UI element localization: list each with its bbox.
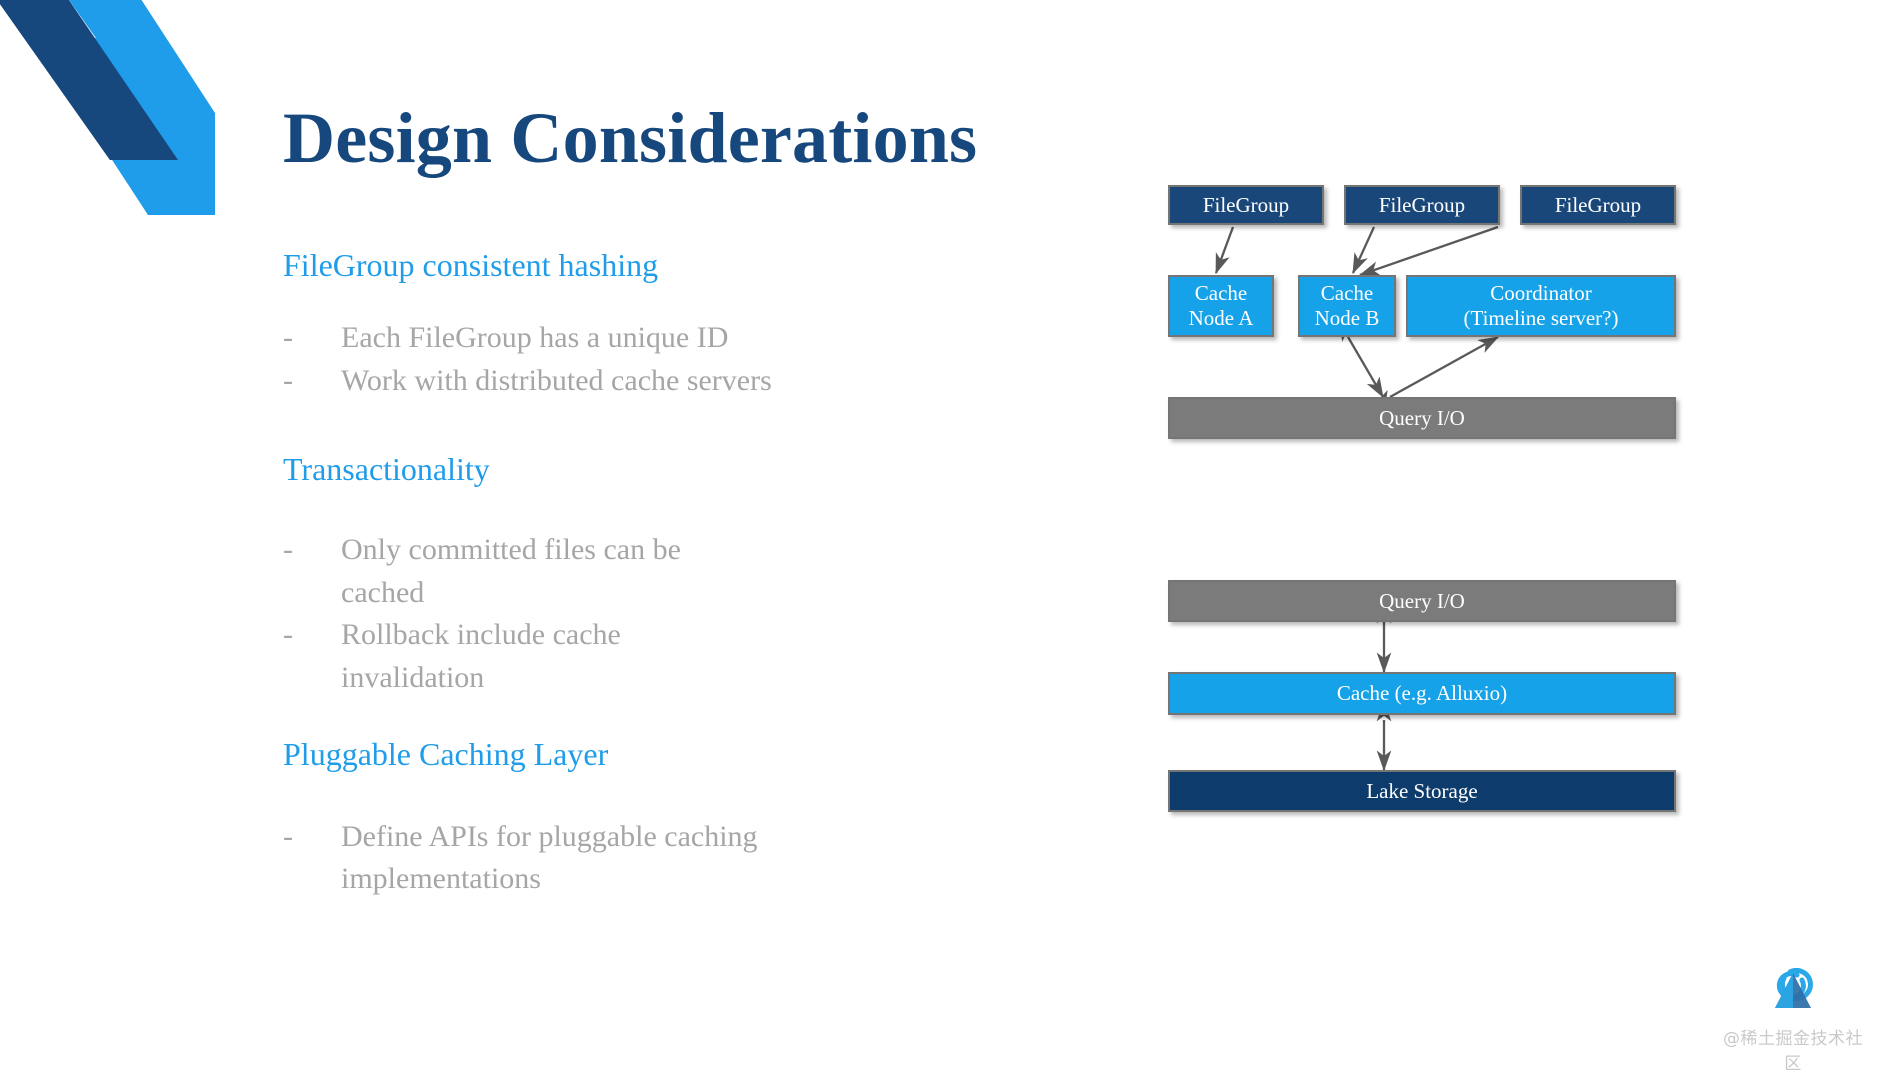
watermark: @稀土掘金技术社区 <box>1718 967 1868 1074</box>
diagram-box-filegroup-3: FileGroup <box>1520 185 1676 225</box>
bullet-list: - Only committed files can be cached - R… <box>283 529 1103 699</box>
list-item: - Define APIs for pluggable caching impl… <box>283 816 1103 901</box>
box-line-2: (Timeline server?) <box>1463 306 1619 330</box>
diagram-box-cache-node-b: Cache Node B <box>1298 275 1396 337</box>
bullet-text: Work with distributed cache servers <box>341 363 772 397</box>
diagram-box-filegroup-2: FileGroup <box>1344 185 1500 225</box>
box-line-2: Node A <box>1188 306 1254 330</box>
watermark-text: @稀土掘金技术社区 <box>1723 1029 1863 1074</box>
bullet-text: Rollback include cache invalidation <box>341 618 621 694</box>
bullet-dash-icon: - <box>283 819 293 853</box>
diagram-box-cache-node-a: Cache Node A <box>1168 275 1274 337</box>
section-heading: Transactionality <box>283 451 490 488</box>
list-item: - Rollback include cache invalidation <box>283 614 1103 699</box>
list-item: - Each FileGroup has a unique ID <box>283 317 1103 360</box>
section-pluggable-caching-layer: Pluggable Caching Layer - Define APIs fo… <box>283 734 1103 901</box>
content-column: FileGroup consistent hashing - Each File… <box>283 245 1103 901</box>
box-line-1: Cache <box>1320 281 1374 306</box>
page-title: Design Considerations <box>283 98 978 178</box>
diagram-box-coordinator: Coordinator (Timeline server?) <box>1406 275 1676 337</box>
bullet-text: Only committed files can be cached <box>341 533 681 609</box>
section-heading: FileGroup consistent hashing <box>283 247 659 283</box>
diagram-box-query-io-top: Query I/O <box>1168 397 1676 439</box>
bullet-dash-icon: - <box>283 363 293 397</box>
bullet-text: Define APIs for pluggable caching implem… <box>341 819 758 896</box>
bullet-list: - Each FileGroup has a unique ID - Work … <box>283 317 1103 402</box>
bullet-text: Each FileGroup has a unique ID <box>341 321 729 354</box>
box-line-1: Cache <box>1194 281 1248 306</box>
box-line-2: Node B <box>1314 306 1380 330</box>
diagram-box-query-io-bottom: Query I/O <box>1168 580 1676 622</box>
list-item: - Only committed files can be cached <box>283 529 1103 614</box>
bullet-dash-icon: - <box>283 321 293 354</box>
bullet-dash-icon: - <box>283 618 293 652</box>
brand-logo-icon <box>0 0 215 215</box>
section-transactionality: Transactionality - Only committed files … <box>283 449 1103 699</box>
diagram-box-cache-alluxio: Cache (e.g. Alluxio) <box>1168 672 1676 715</box>
juejin-logo-icon <box>1775 967 1813 1008</box>
section-heading: Pluggable Caching Layer <box>283 735 609 772</box>
diagram-box-lake-storage: Lake Storage <box>1168 770 1676 812</box>
architecture-diagram: FileGroup FileGroup FileGroup Cache Node… <box>1168 185 1676 955</box>
section-filegroup-consistent-hashing: FileGroup consistent hashing - Each File… <box>283 245 1103 402</box>
box-line-1: Coordinator <box>1490 281 1592 306</box>
diagram-box-filegroup-1: FileGroup <box>1168 185 1324 225</box>
bullet-list: - Define APIs for pluggable caching impl… <box>283 816 1103 901</box>
list-item: - Work with distributed cache servers <box>283 360 1103 403</box>
bullet-dash-icon: - <box>283 533 293 567</box>
